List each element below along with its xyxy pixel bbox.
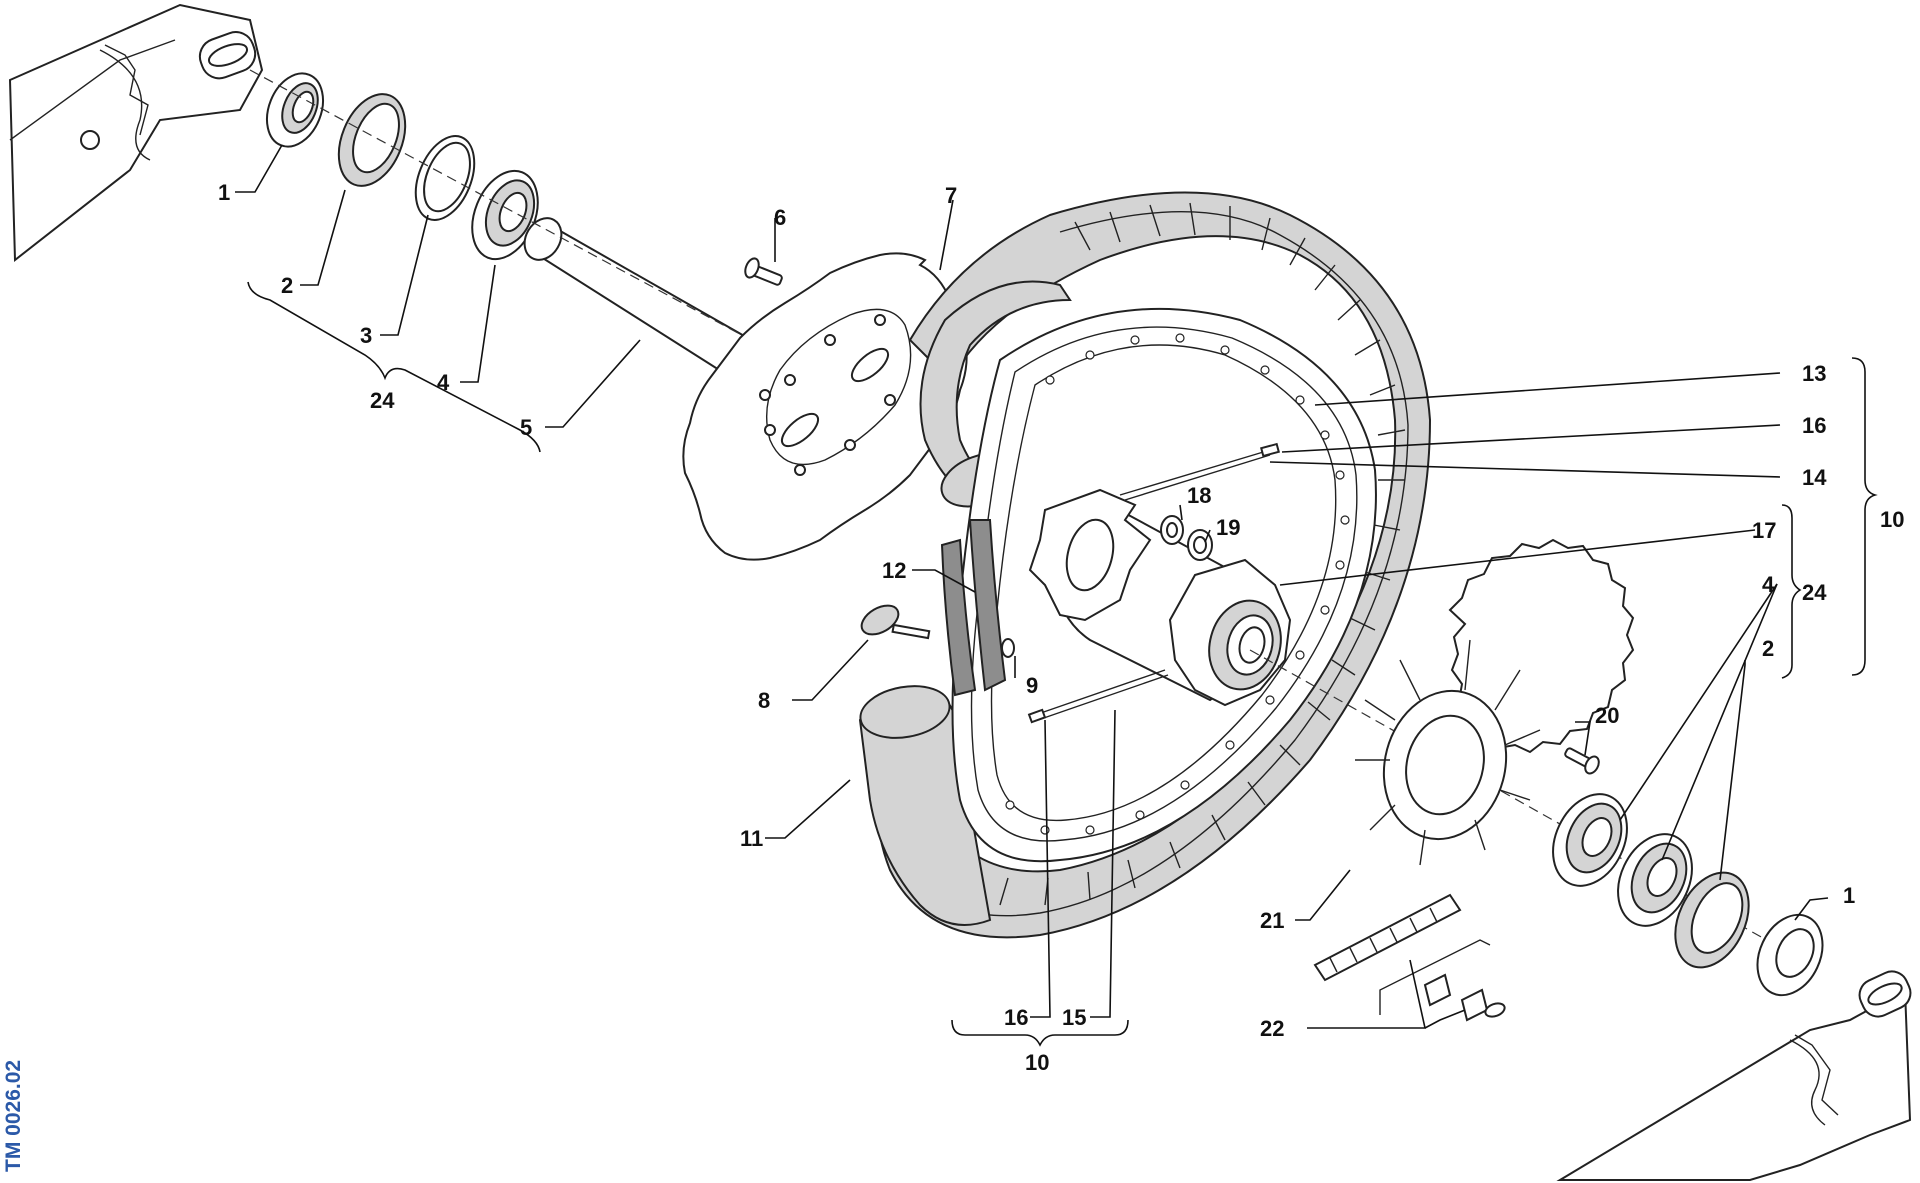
nut-18 [1160,515,1184,545]
braces [247,281,1878,1047]
valve [860,604,931,640]
callout-24-left: 24 [370,388,395,413]
rim-spoke-holes [1005,333,1350,835]
callout-11: 11 [740,826,763,851]
callout-17: 17 [1752,518,1776,543]
brake-disc [682,252,968,561]
callout-21: 21 [1260,908,1284,933]
callout-16-bottom: 16 [1004,1005,1028,1030]
callout-13: 13 [1802,361,1826,386]
callout-7: 7 [945,183,957,208]
bearing-left [471,169,539,261]
callout-1-left: 1 [218,180,230,205]
callout-20: 20 [1595,703,1619,728]
swingarm-right [1556,970,1912,1181]
callout-22: 22 [1260,1016,1284,1041]
callout-10-right: 10 [1880,507,1904,532]
callout-18: 18 [1187,483,1211,508]
disc-screw [744,257,783,286]
bearing-right-outer [1552,793,1628,887]
seal-left [266,72,324,148]
callout-2-left: 2 [281,273,293,298]
callout-12: 12 [882,558,906,583]
swingarm-left [8,3,264,263]
sprocket-screw [1564,747,1600,775]
callout-8: 8 [758,688,770,713]
callout-15: 15 [1062,1005,1086,1030]
seal-right [1756,913,1824,997]
circlip [414,135,476,221]
valve-nut [1001,638,1015,658]
bearing-right-inner [1617,833,1693,927]
leader-lines [235,144,1829,1029]
callout-16-right: 16 [1802,413,1826,438]
washer-19 [1187,529,1213,561]
callout-10-bottom: 10 [1025,1050,1049,1075]
spacer-ring-left [337,93,407,187]
callout-9: 9 [1026,673,1038,698]
document-code: TM 0026.02 [2,1060,25,1172]
callout-6: 6 [774,205,786,230]
callout-5: 5 [520,415,532,440]
callout-14: 14 [1802,465,1827,490]
chain [1313,893,1506,1022]
callout-1-right: 1 [1843,883,1855,908]
callout-19: 19 [1216,515,1240,540]
spacer-ring-right [1674,871,1750,969]
sprocket [1355,538,1635,866]
callout-2-right: 2 [1762,636,1774,661]
callout-4-right: 4 [1762,572,1775,597]
callout-24-right: 24 [1802,580,1827,605]
callout-4-left: 4 [437,370,450,395]
spokes [1027,442,1280,724]
callout-3: 3 [360,323,372,348]
callout-labels: 1 2 3 4 24 5 6 7 8 9 10 10 11 12 13 14 1… [218,180,1904,1075]
